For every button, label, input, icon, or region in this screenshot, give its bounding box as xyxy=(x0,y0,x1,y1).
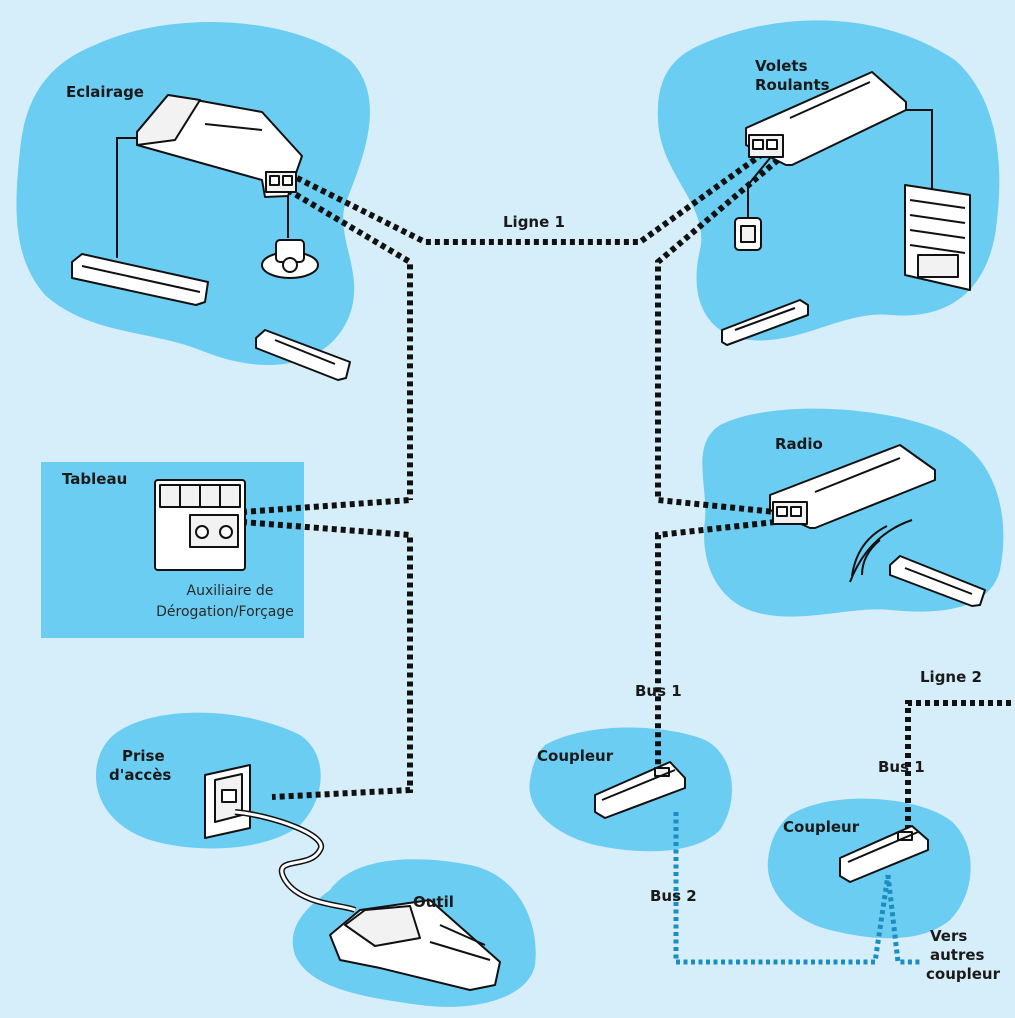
radio-wave-icon xyxy=(849,519,913,583)
label-volets-line2: Roulants xyxy=(755,76,830,94)
zone-eclairage xyxy=(16,22,370,365)
eclairage-bar-light xyxy=(71,253,209,306)
label-aux-line2: Dérogation/Forçage xyxy=(156,604,294,620)
label-ligne1: Ligne 1 xyxy=(503,213,565,231)
label-vers-line3: coupleur xyxy=(926,965,1001,983)
bus-line-2 xyxy=(673,812,920,965)
tool-cable-inner xyxy=(234,810,356,912)
coupleur-left-device xyxy=(594,761,686,819)
label-prise-line1: Prise xyxy=(122,747,165,765)
outil-programming-tool xyxy=(329,899,501,991)
label-vers-line2: autres xyxy=(930,946,985,964)
zone-volets xyxy=(657,20,1000,341)
radio-remote xyxy=(889,555,986,607)
coupleur-right-device xyxy=(839,825,929,883)
label-bus1-left: Bus 1 xyxy=(635,682,682,700)
label-prise-line2: d'accès xyxy=(109,766,172,784)
eclairage-module xyxy=(116,94,303,258)
label-ligne2: Ligne 2 xyxy=(920,668,982,686)
volets-shutter xyxy=(904,184,971,291)
label-coupleur-right: Coupleur xyxy=(783,818,860,836)
prise-socket xyxy=(204,764,251,839)
bus-line-1 xyxy=(241,147,1015,830)
label-outil: Outil xyxy=(413,893,454,911)
radio-module xyxy=(769,444,936,529)
label-coupleur-left: Coupleur xyxy=(537,747,614,765)
label-volets-line1: Volets xyxy=(755,57,808,75)
tableau-auxiliary-device xyxy=(154,479,246,571)
label-vers-line1: Vers xyxy=(930,927,968,945)
volets-switch xyxy=(734,157,771,251)
label-bus2: Bus 2 xyxy=(650,887,697,905)
volets-module xyxy=(745,71,933,190)
label-aux-line1: Auxiliaire de xyxy=(186,583,274,599)
label-tableau: Tableau xyxy=(62,470,128,488)
label-bus1-right: Bus 1 xyxy=(878,758,925,776)
label-radio: Radio xyxy=(775,435,823,453)
volets-remote xyxy=(721,299,809,346)
label-eclairage: Eclairage xyxy=(66,83,144,101)
eclairage-sensor xyxy=(261,196,319,279)
eclairage-remote xyxy=(255,329,351,381)
